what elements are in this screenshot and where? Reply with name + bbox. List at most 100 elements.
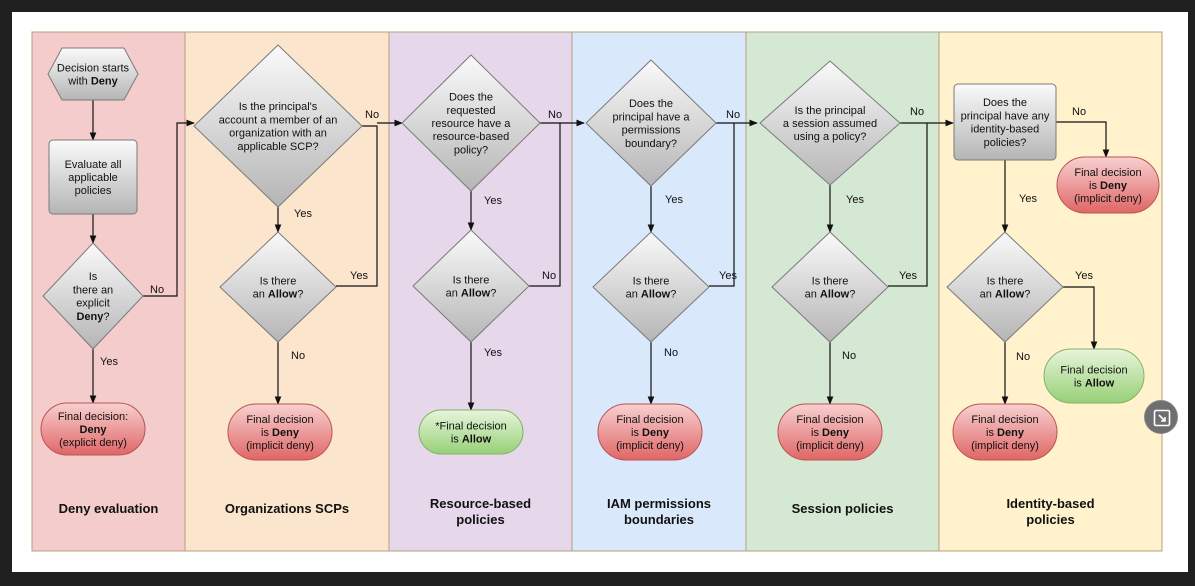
- expand-button[interactable]: [1144, 400, 1178, 434]
- edge-label-yes: Yes: [294, 208, 312, 220]
- node-text: (implicit deny): [1074, 193, 1142, 205]
- node-text: Deny?: [76, 311, 109, 323]
- edge-label-no: No: [842, 350, 856, 362]
- decision-diamond: [592, 231, 710, 343]
- node-text: resource-based: [433, 131, 509, 143]
- decision-diamond: [771, 231, 889, 343]
- node-text: is Deny: [986, 427, 1025, 439]
- edge-label-yes: Yes: [484, 195, 502, 207]
- node-text: Final decision: [1074, 167, 1141, 179]
- node-text: Is there: [260, 275, 297, 287]
- node-text: principal have a: [612, 111, 690, 123]
- node-text: applicable SCP?: [237, 141, 318, 153]
- node-text: Is there: [633, 275, 670, 287]
- lane-title: Identity-based: [1006, 496, 1094, 511]
- terminal-node: [227, 403, 333, 461]
- node-text: explicit: [76, 298, 110, 310]
- node-text: permissions: [622, 125, 681, 137]
- node-text: Final decision: [971, 414, 1038, 426]
- edge-label-yes: Yes: [846, 194, 864, 206]
- flow-edge: [709, 123, 735, 287]
- node-text: there an: [73, 284, 113, 296]
- flow-edge: [1063, 286, 1098, 350]
- node-text: policy?: [454, 144, 488, 156]
- edge-label-yes: Yes: [484, 347, 502, 359]
- node-text: *Final decision: [435, 420, 507, 432]
- edge-label-no: No: [664, 347, 678, 359]
- decision-diamond: [759, 60, 901, 186]
- process-box: [953, 83, 1057, 161]
- node-text: Decision starts: [57, 62, 130, 74]
- node-text: is Deny: [631, 427, 670, 439]
- edge-label-yes: Yes: [350, 270, 368, 282]
- node-text: using a policy?: [794, 131, 867, 143]
- terminal-node: [40, 402, 146, 456]
- node-rbp-allow-q: Is there an Allow?: [412, 229, 530, 343]
- edge-label-yes: Yes: [100, 356, 118, 368]
- node-text: Final decision: [616, 414, 683, 426]
- edge-label-yes: Yes: [1019, 193, 1037, 205]
- edge-label-no: No: [150, 284, 164, 296]
- node-text: an Allow?: [253, 289, 304, 301]
- decision-diamond: [585, 59, 717, 187]
- node-text: Evaluate all: [65, 159, 122, 171]
- edge-label-yes: Yes: [899, 270, 917, 282]
- terminal-node: [418, 409, 524, 455]
- node-text: applicable: [68, 172, 118, 184]
- lane-title: policies: [456, 512, 504, 527]
- flow-edge: [1056, 121, 1110, 158]
- node-text: (implicit deny): [971, 440, 1039, 452]
- edge-labels: NoYesNoYesYesNoNoYesNoYesNoYesYesNoNoYes…: [100, 106, 1093, 368]
- node-text: Final decision: [796, 414, 863, 426]
- node-text: a session assumed: [783, 118, 877, 130]
- node-text: Is there: [453, 274, 490, 286]
- node-text: account a member of an: [219, 114, 338, 126]
- start-hexagon: [47, 47, 139, 101]
- node-text: Final decision:: [58, 411, 128, 423]
- edge-label-no: No: [365, 109, 379, 121]
- lane-title: Session policies: [792, 501, 894, 516]
- node-text: Is the principal: [795, 105, 866, 117]
- edge-label-no: No: [542, 270, 556, 282]
- lane-title: IAM permissions: [607, 496, 711, 511]
- edge-label-no: No: [1072, 106, 1086, 118]
- node-text: Is there: [812, 275, 849, 287]
- node-text: Is the principal's: [239, 101, 318, 113]
- lane-title: policies: [1026, 512, 1074, 527]
- node-text: (explicit deny): [59, 437, 127, 449]
- node-text: is Deny: [1089, 180, 1128, 192]
- node-text: policies: [75, 185, 112, 197]
- node-text: Does the: [629, 98, 673, 110]
- node-text: Final decision: [1060, 364, 1127, 376]
- flow-edge: [143, 119, 195, 297]
- node-text: Final decision: [246, 414, 313, 426]
- edge-label-yes: Yes: [1075, 270, 1093, 282]
- edge-label-yes: Yes: [719, 270, 737, 282]
- edges: [89, 100, 1110, 411]
- node-text: boundary?: [625, 138, 677, 150]
- node-text: is Allow: [1074, 378, 1115, 390]
- node-text: principal have any: [961, 110, 1050, 122]
- node-text: an Allow?: [446, 288, 497, 300]
- edge-label-no: No: [910, 106, 924, 118]
- node-text: Does the: [449, 92, 493, 104]
- node-text: Does the: [983, 97, 1027, 109]
- node-final-explicit: Final decision:Deny(explicit deny): [40, 402, 146, 456]
- node-text: an Allow?: [980, 289, 1031, 301]
